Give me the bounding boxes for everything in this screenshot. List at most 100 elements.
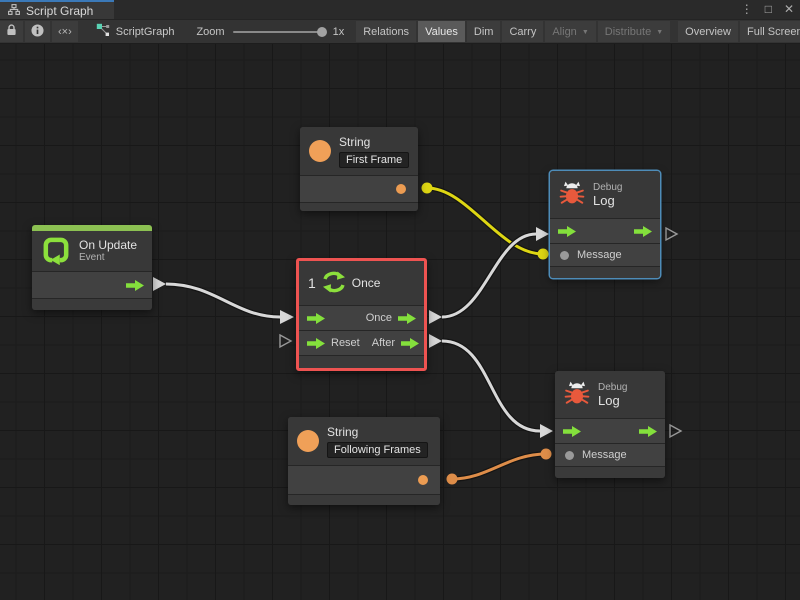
node-title: Log	[598, 392, 620, 408]
flow-out-arrow-icon[interactable]	[398, 312, 416, 324]
node-footer	[288, 494, 440, 505]
values-button[interactable]: Values	[418, 21, 465, 42]
string-output-port[interactable]	[418, 475, 428, 485]
port-label: After	[371, 337, 395, 349]
node-header: Debug Log	[550, 171, 660, 218]
sitemap-icon	[8, 3, 20, 18]
node-string-following-frames[interactable]: String Following Frames	[288, 417, 440, 505]
carry-button[interactable]: Carry	[502, 21, 544, 42]
flow-in-arrow-icon[interactable]	[307, 337, 325, 349]
flow-port-row	[555, 418, 665, 443]
node-header: Debug Log	[555, 371, 665, 418]
flow-in-arrow-icon[interactable]	[558, 225, 576, 237]
lock-icon	[6, 24, 17, 39]
distribute-label: Distribute	[604, 25, 652, 38]
tab-script-graph[interactable]: Script Graph	[0, 0, 114, 19]
chevron-down-icon: ▼	[581, 29, 589, 36]
flow-out-arrow-icon[interactable]	[639, 425, 657, 437]
bug-icon	[559, 180, 585, 209]
dim-button[interactable]: Dim	[466, 21, 501, 42]
node-header: String First Frame	[300, 127, 418, 175]
string-type-icon	[297, 430, 319, 452]
node-debug-log-top[interactable]: Debug Log Message	[550, 171, 660, 278]
zoom-control: Zoom 1x	[196, 20, 354, 43]
fullscreen-button[interactable]: Full Screen	[740, 21, 800, 42]
port-row	[288, 465, 440, 494]
message-input-port[interactable]	[565, 450, 574, 460]
flow-in-arrow-icon[interactable]	[307, 312, 325, 324]
zoom-label: Zoom	[196, 25, 225, 38]
node-header: 1 Once	[299, 261, 424, 305]
string-value-field[interactable]: First Frame	[339, 151, 410, 168]
script-graph-icon	[96, 23, 110, 40]
align-button[interactable]: Align ▼	[545, 21, 596, 42]
dim-label: Dim	[473, 25, 494, 38]
port-label: Message	[577, 249, 622, 261]
port-label: Message	[582, 449, 627, 461]
node-subtitle: Debug	[598, 381, 628, 393]
port-label: Once	[365, 312, 392, 324]
update-loop-icon	[41, 235, 71, 268]
menu-icon[interactable]: ⋮	[740, 2, 753, 16]
overview-button[interactable]: Overview	[678, 21, 738, 42]
carry-label: Carry	[509, 25, 537, 38]
align-label: Align	[552, 25, 577, 38]
event-stripe	[32, 225, 152, 231]
distribute-button[interactable]: Distribute ▼	[597, 21, 671, 42]
string-value-field[interactable]: Following Frames	[327, 441, 428, 458]
node-subtitle: Event	[79, 252, 105, 263]
relations-button[interactable]: Relations	[356, 21, 417, 42]
once-cycle-icon	[321, 270, 347, 297]
string-type-icon	[309, 140, 331, 162]
flow-port-row: Reset After	[299, 330, 424, 355]
node-footer	[32, 298, 152, 310]
flow-in-arrow-icon[interactable]	[563, 425, 581, 437]
flow-out-arrow-icon[interactable]	[126, 279, 144, 291]
code-preview-button[interactable]: ‹×›	[52, 21, 78, 42]
node-title: Once	[351, 276, 381, 290]
node-header: String Following Frames	[288, 417, 440, 465]
port-label: Reset	[331, 337, 360, 349]
breadcrumb[interactable]: ScriptGraph	[88, 21, 183, 42]
info-icon	[31, 23, 44, 40]
node-footer	[299, 355, 424, 368]
node-string-first-frame[interactable]: String First Frame	[300, 127, 418, 211]
chevron-down-icon: ▼	[656, 29, 664, 36]
node-footer	[555, 466, 665, 478]
maximize-icon[interactable]: □	[764, 2, 772, 16]
node-title: String	[327, 424, 359, 439]
fullscreen-label: Full Screen	[747, 25, 800, 38]
bug-icon	[564, 380, 590, 409]
breadcrumb-label: ScriptGraph	[115, 25, 175, 38]
tab-bar: Script Graph ⋮ □ ✕	[0, 0, 800, 19]
close-icon[interactable]: ✕	[783, 2, 794, 16]
info-button[interactable]	[25, 21, 50, 42]
flow-out-arrow-icon[interactable]	[634, 225, 652, 237]
graph-toolbar: ‹×› ScriptGraph Zoom 1x Relations Values…	[0, 19, 800, 44]
port-row	[300, 175, 418, 202]
message-input-port[interactable]	[560, 250, 569, 260]
tab-title: Script Graph	[26, 3, 94, 18]
node-subtitle: Debug	[593, 181, 623, 193]
once-badge: 1	[308, 275, 316, 291]
zoom-slider[interactable]	[232, 26, 327, 37]
message-port-row: Message	[550, 243, 660, 266]
node-title: String	[339, 134, 371, 149]
relations-label: Relations	[363, 25, 410, 38]
zoom-slider-handle[interactable]	[316, 26, 327, 37]
node-footer	[550, 266, 660, 278]
node-once[interactable]: 1 Once Once Reset After	[296, 258, 427, 371]
values-label: Values	[425, 25, 458, 38]
node-on-update[interactable]: On Update Event	[32, 225, 152, 310]
lock-button[interactable]	[0, 21, 23, 42]
node-debug-log-bottom[interactable]: Debug Log Message	[555, 371, 665, 478]
window-controls: ⋮ □ ✕	[741, 0, 794, 19]
node-footer	[300, 202, 418, 211]
flow-port-row: Once	[299, 305, 424, 330]
node-title: On Update	[79, 238, 138, 252]
string-output-port[interactable]	[396, 184, 406, 194]
flow-port-row	[550, 218, 660, 243]
overview-label: Overview	[685, 25, 731, 38]
zoom-value: 1x	[332, 25, 345, 38]
flow-out-arrow-icon[interactable]	[400, 337, 419, 349]
